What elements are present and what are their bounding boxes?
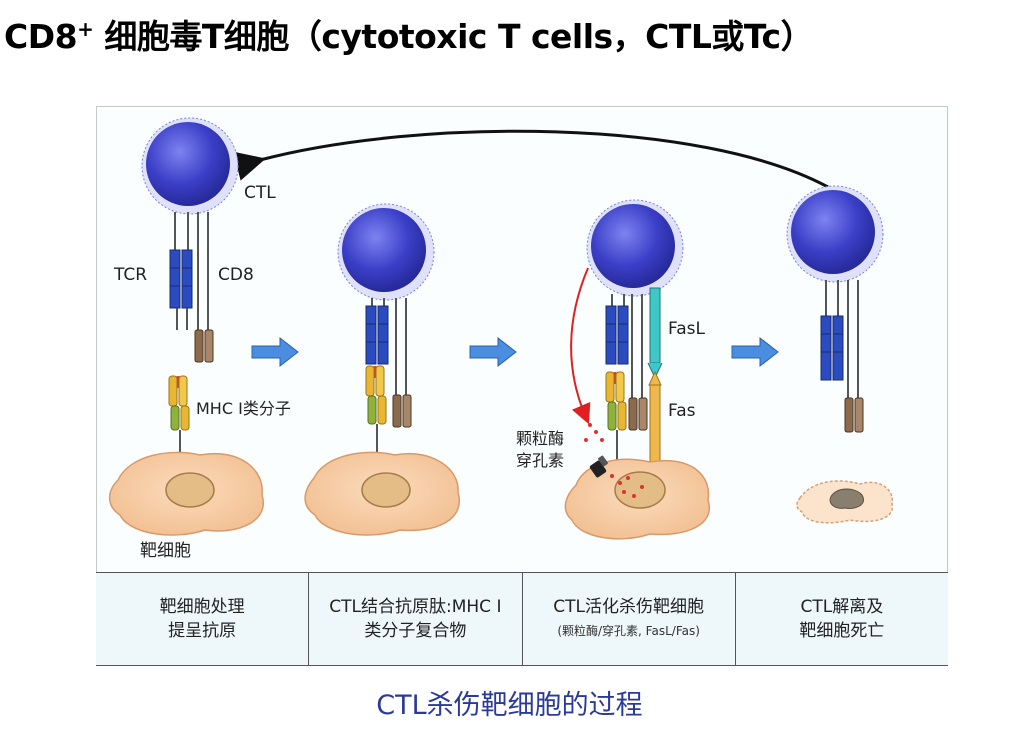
- caption-line: CTL结合抗原肽:MHC Ⅰ: [329, 597, 502, 617]
- tcr-receptor: [820, 315, 844, 381]
- target-nucleus: [361, 472, 411, 508]
- granzyme-arrow: [570, 267, 591, 425]
- caption-subline: (颗粒酶/穿孔素, FasL/Fas): [557, 624, 700, 638]
- cd8-coreceptor: [628, 397, 648, 431]
- ctl-cell-core: [591, 204, 675, 288]
- mhc-class-i: [605, 371, 627, 460]
- cd8-label: CD8: [218, 265, 254, 285]
- granzyme-granules: [584, 423, 644, 498]
- diagram-caption: CTL杀伤靶细胞的过程: [376, 690, 643, 721]
- caption-line: 类分子复合物: [364, 621, 467, 641]
- step-arrow: [469, 336, 517, 368]
- tcr-receptor: [169, 249, 193, 309]
- mhc-label: MHC Ⅰ类分子: [196, 399, 291, 418]
- stage-3: [564, 199, 711, 540]
- page-title: CD8+ 细胞毒T细胞（cytotoxic T cells，CTL或Tc）: [4, 17, 814, 56]
- caption-step-1: 靶细胞处理 提呈抗原: [96, 573, 310, 665]
- fragmented-nucleus: [829, 488, 864, 509]
- stage-4: [786, 185, 894, 524]
- stage-1: [108, 117, 265, 536]
- step-captions: 靶细胞处理 提呈抗原 CTL结合抗原肽:MHC Ⅰ 类分子复合物 CTL活化杀伤…: [96, 572, 948, 666]
- caption-line: CTL解离及: [800, 597, 884, 617]
- granzyme-label: 颗粒酶: [516, 429, 564, 448]
- tcr-receptor: [365, 305, 389, 365]
- ctl-cell-core: [146, 122, 230, 206]
- fasl-molecule: [647, 287, 663, 380]
- mhc-class-i: [365, 365, 387, 455]
- tcr-label: TCR: [113, 265, 147, 285]
- caption-line: 靶细胞处理: [159, 597, 245, 617]
- target-nucleus: [614, 471, 666, 509]
- caption-step-2: CTL结合抗原肽:MHC Ⅰ 类分子复合物: [309, 573, 523, 665]
- fas-label: Fas: [668, 401, 696, 421]
- target-cell-label: 靶细胞: [140, 541, 191, 561]
- tcr-receptor: [605, 305, 629, 365]
- fasl-label: FasL: [668, 319, 705, 339]
- ctl-cell-core: [342, 208, 426, 292]
- caption-step-4: CTL解离及 靶细胞死亡: [736, 573, 948, 665]
- cd8-coreceptor: [392, 394, 412, 428]
- ctl-label: CTL: [244, 183, 276, 203]
- perforin-label: 穿孔素: [516, 451, 564, 470]
- cd8-coreceptor: [194, 329, 214, 363]
- caption-step-3: CTL活化杀伤靶细胞 (颗粒酶/穿孔素, FasL/Fas): [523, 573, 736, 665]
- ctl-cell-core: [791, 190, 875, 274]
- cd8-coreceptor: [844, 397, 864, 433]
- return-arrow: [232, 129, 829, 189]
- step-arrow: [251, 336, 299, 368]
- mhc-class-i: [168, 375, 190, 455]
- caption-line: CTL活化杀伤靶细胞: [553, 597, 704, 617]
- caption-line: 靶细胞死亡: [799, 621, 885, 641]
- step-arrow: [731, 336, 779, 368]
- stage-2: [304, 203, 461, 536]
- perforin-pore: [589, 455, 608, 478]
- target-nucleus: [165, 472, 215, 508]
- fas-receptor: [648, 370, 662, 468]
- caption-line: 提呈抗原: [168, 621, 237, 641]
